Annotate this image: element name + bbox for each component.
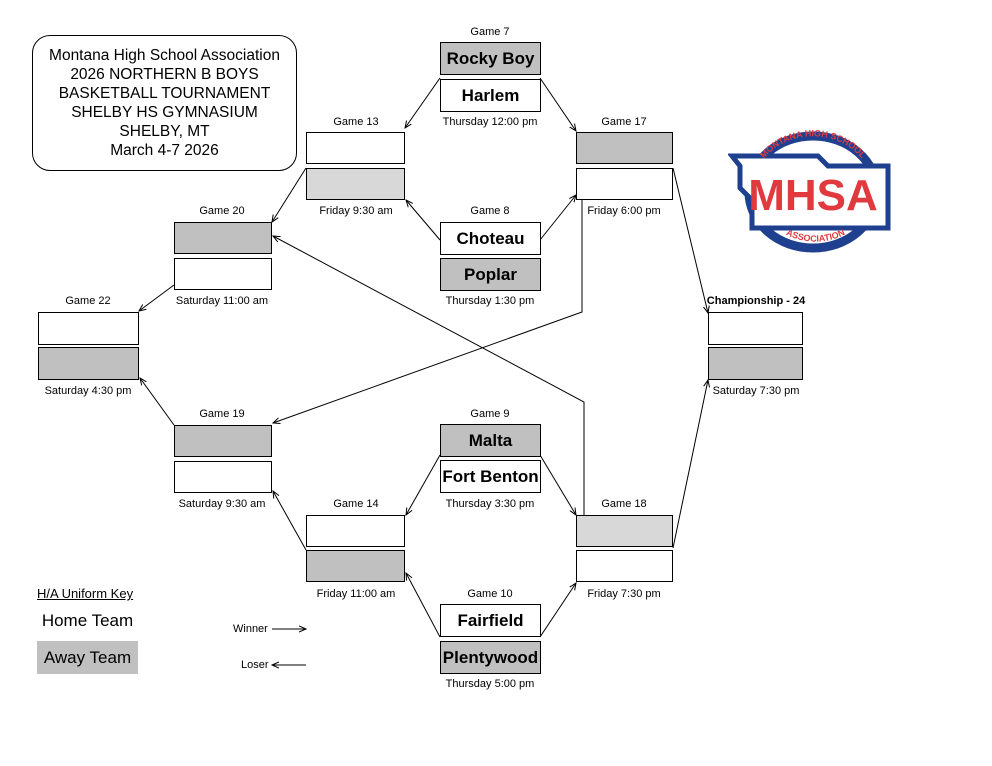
game-13-label: Game 13 <box>333 116 379 128</box>
game-8-team2: Poplar <box>440 258 541 291</box>
title-line: BASKETBALL TOURNAMENT <box>58 85 271 102</box>
game-18-slot2 <box>576 550 673 582</box>
game-20-label: Game 20 <box>199 205 245 217</box>
championship-label: Championship - 24 <box>706 295 806 307</box>
game-7-time: Thursday 12:00 pm <box>442 116 538 128</box>
game-22-label: Game 22 <box>65 295 111 307</box>
logo-main-text: MHSA <box>748 171 878 220</box>
game-9-team1: Malta <box>440 424 541 457</box>
game-19-slot2 <box>174 461 272 493</box>
game-20-slot2 <box>174 258 272 290</box>
game-18-time: Friday 7:30 pm <box>587 588 661 600</box>
game-18-label: Game 18 <box>601 498 647 510</box>
game-10-time: Thursday 5:00 pm <box>445 678 535 690</box>
game-13-time: Friday 9:30 am <box>319 205 393 217</box>
game-17-slot2 <box>576 168 673 200</box>
game-17-label: Game 17 <box>601 116 647 128</box>
game-22-slot1 <box>38 312 139 345</box>
game-10-label: Game 10 <box>467 588 513 600</box>
tournament-title-box: Montana High School Association 2026 NOR… <box>32 35 297 171</box>
game-20-slot1 <box>174 222 272 254</box>
mhsa-logo: MHSA MONTANA HIGH SCHOOL ASSOCIATION <box>728 128 891 253</box>
game-19-slot1 <box>174 425 272 457</box>
championship-slot1 <box>708 312 803 345</box>
game-22-slot2 <box>38 347 139 380</box>
game-14-time: Friday 11:00 am <box>316 588 396 600</box>
game-9-team2: Fort Benton <box>440 460 541 493</box>
game-10-team1: Fairfield <box>440 604 541 637</box>
game-14-label: Game 14 <box>333 498 379 510</box>
game-8-time: Thursday 1:30 pm <box>445 295 535 307</box>
game-7-team2: Harlem <box>440 79 541 112</box>
title-line: SHELBY HS GYMNASIUM <box>71 104 258 121</box>
title-line: 2026 NORTHERN B BOYS <box>70 66 259 83</box>
title-line: SHELBY, MT <box>119 123 210 140</box>
game-14-slot2 <box>306 550 405 582</box>
game-22-time: Saturday 4:30 pm <box>44 385 132 397</box>
game-17-slot1 <box>576 132 673 164</box>
winner-legend: Winner <box>233 623 268 635</box>
game-17-time: Friday 6:00 pm <box>587 205 661 217</box>
championship-time: Saturday 7:30 pm <box>712 385 800 397</box>
game-14-slot1 <box>306 515 405 547</box>
game-10-team2: Plentywood <box>440 641 541 674</box>
game-9-time: Thursday 3:30 pm <box>445 498 535 510</box>
game-7-team1: Rocky Boy <box>440 42 541 75</box>
game-8-team1: Choteau <box>440 222 541 255</box>
game-8-label: Game 8 <box>470 205 510 217</box>
game-13-slot2 <box>306 168 405 200</box>
game-13-slot1 <box>306 132 405 164</box>
game-18-slot1 <box>576 515 673 547</box>
title-line: March 4-7 2026 <box>110 142 219 159</box>
game-19-time: Saturday 9:30 am <box>178 498 266 510</box>
uniform-key-title: H/A Uniform Key <box>37 586 134 601</box>
championship-slot2 <box>708 347 803 380</box>
game-7-label: Game 7 <box>470 26 510 38</box>
game-20-time: Saturday 11:00 am <box>175 295 269 307</box>
away-team-key: Away Team <box>37 641 138 674</box>
game-19-label: Game 19 <box>199 408 245 420</box>
title-line: Montana High School Association <box>49 47 280 64</box>
game-9-label: Game 9 <box>470 408 510 420</box>
home-team-key: Home Team <box>41 610 134 630</box>
loser-legend: Loser <box>241 659 269 671</box>
